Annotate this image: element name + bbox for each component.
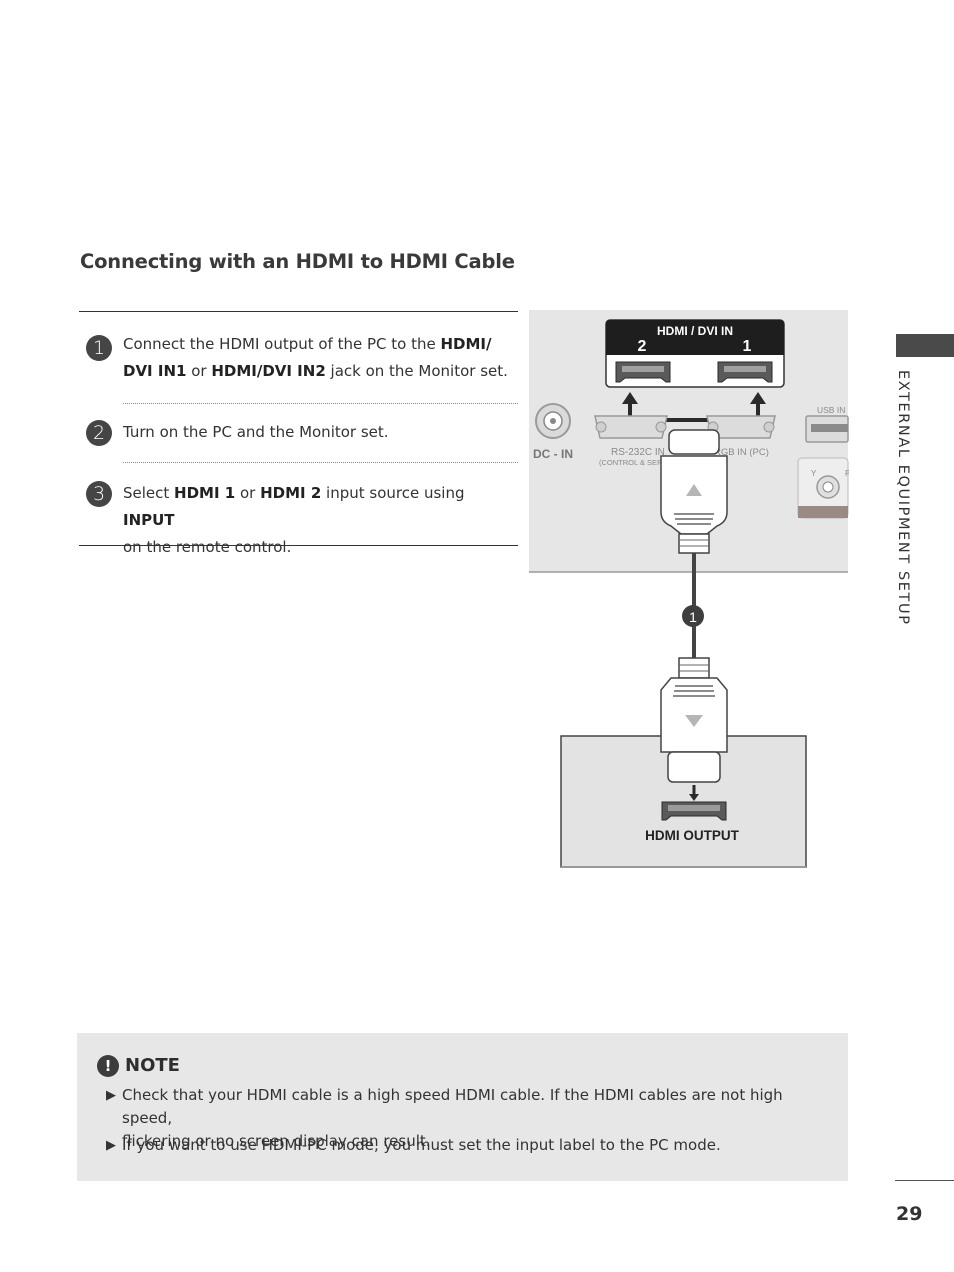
hdmi-port-2-label: 2 xyxy=(638,338,647,355)
step-1-line-2: DVI IN1 or HDMI/DVI IN2 jack on the Moni… xyxy=(123,362,508,380)
usb-in-label: USB IN xyxy=(817,405,845,415)
step-number-1: 1 xyxy=(86,335,112,361)
step-3-line-2: on the remote control. xyxy=(123,538,292,556)
triangle-bullet-icon: ▶ xyxy=(106,1088,116,1103)
section-tab-marker xyxy=(896,334,954,357)
lower-plug-strain-relief xyxy=(678,657,710,679)
footer-rule xyxy=(895,1180,954,1181)
page-number: 29 xyxy=(896,1203,923,1225)
dc-in-label: DC - IN xyxy=(533,447,573,461)
step-3-text: Select HDMI 1 or HDMI 2 input source usi… xyxy=(123,480,513,561)
step-1-line-1: Connect the HDMI output of the PC to the… xyxy=(123,335,492,353)
hdmi-port-header xyxy=(606,320,784,355)
rs232c-sublabel: (CONTROL & SERVICE) xyxy=(599,458,683,467)
rs232c-label: RS-232C IN xyxy=(611,447,665,458)
down-arrow-head xyxy=(689,794,699,801)
arrow-to-port-2-head xyxy=(622,392,638,404)
step-2-line-1: Turn on the PC and the Monitor set. xyxy=(123,423,389,441)
step-1-text: Connect the HDMI output of the PC to the… xyxy=(123,331,513,385)
cable-step-number: 1 xyxy=(689,609,697,625)
hdmi-output-label: HDMI OUTPUT xyxy=(645,828,739,843)
hdmi-port-1-label: 1 xyxy=(743,338,752,355)
note-title: NOTE xyxy=(125,1055,180,1076)
note-item-1-line-1: Check that your HDMI cable is a high spe… xyxy=(122,1086,783,1127)
step-divider xyxy=(123,462,518,463)
cable-step-badge xyxy=(682,605,704,627)
note-item-1-line-2: flickering or no screen display can resu… xyxy=(122,1132,431,1150)
exclamation-icon: ! xyxy=(97,1055,119,1077)
upper-plug-tip xyxy=(668,429,720,455)
component-color-strip xyxy=(798,506,848,518)
upper-plug-arrow-icon xyxy=(686,484,702,496)
note-item-2-line-1: If you want to use HDMI-PC mode, you mus… xyxy=(122,1136,721,1154)
table-top-rule xyxy=(79,311,518,312)
note-box xyxy=(77,1033,848,1181)
arrow-to-port-1-head xyxy=(750,392,766,404)
step-3-line-1: Select HDMI 1 or HDMI 2 input source usi… xyxy=(123,484,465,529)
lower-plug-arrow-icon xyxy=(685,715,703,727)
step-2-text: Turn on the PC and the Monitor set. xyxy=(123,419,513,446)
section-title: Connecting with an HDMI to HDMI Cable xyxy=(80,250,515,273)
hdmi-dvi-in-label: HDMI / DVI IN xyxy=(657,324,733,338)
chapter-side-label: EXTERNAL EQUIPMENT SETUP xyxy=(895,370,911,626)
triangle-bullet-icon: ▶ xyxy=(106,1138,116,1153)
hdmi-connection-diagram: HDMI / DVI IN 2 1 DC - IN RS-232C IN (CO… xyxy=(529,310,849,868)
hdmi-socket-2-pins xyxy=(622,366,664,372)
upper-plug-strain-relief xyxy=(678,533,710,554)
component-p-label: P xyxy=(845,469,849,478)
table-bottom-rule xyxy=(79,545,518,546)
component-y-label: Y xyxy=(811,469,817,478)
rgb-in-label: RGB IN (PC) xyxy=(714,447,769,458)
lower-plug-tip xyxy=(667,751,721,783)
step-divider xyxy=(123,403,518,404)
step-number-3: 3 xyxy=(86,481,112,507)
hdmi-socket-1-pins xyxy=(724,366,766,372)
step-number-2: 2 xyxy=(86,420,112,446)
